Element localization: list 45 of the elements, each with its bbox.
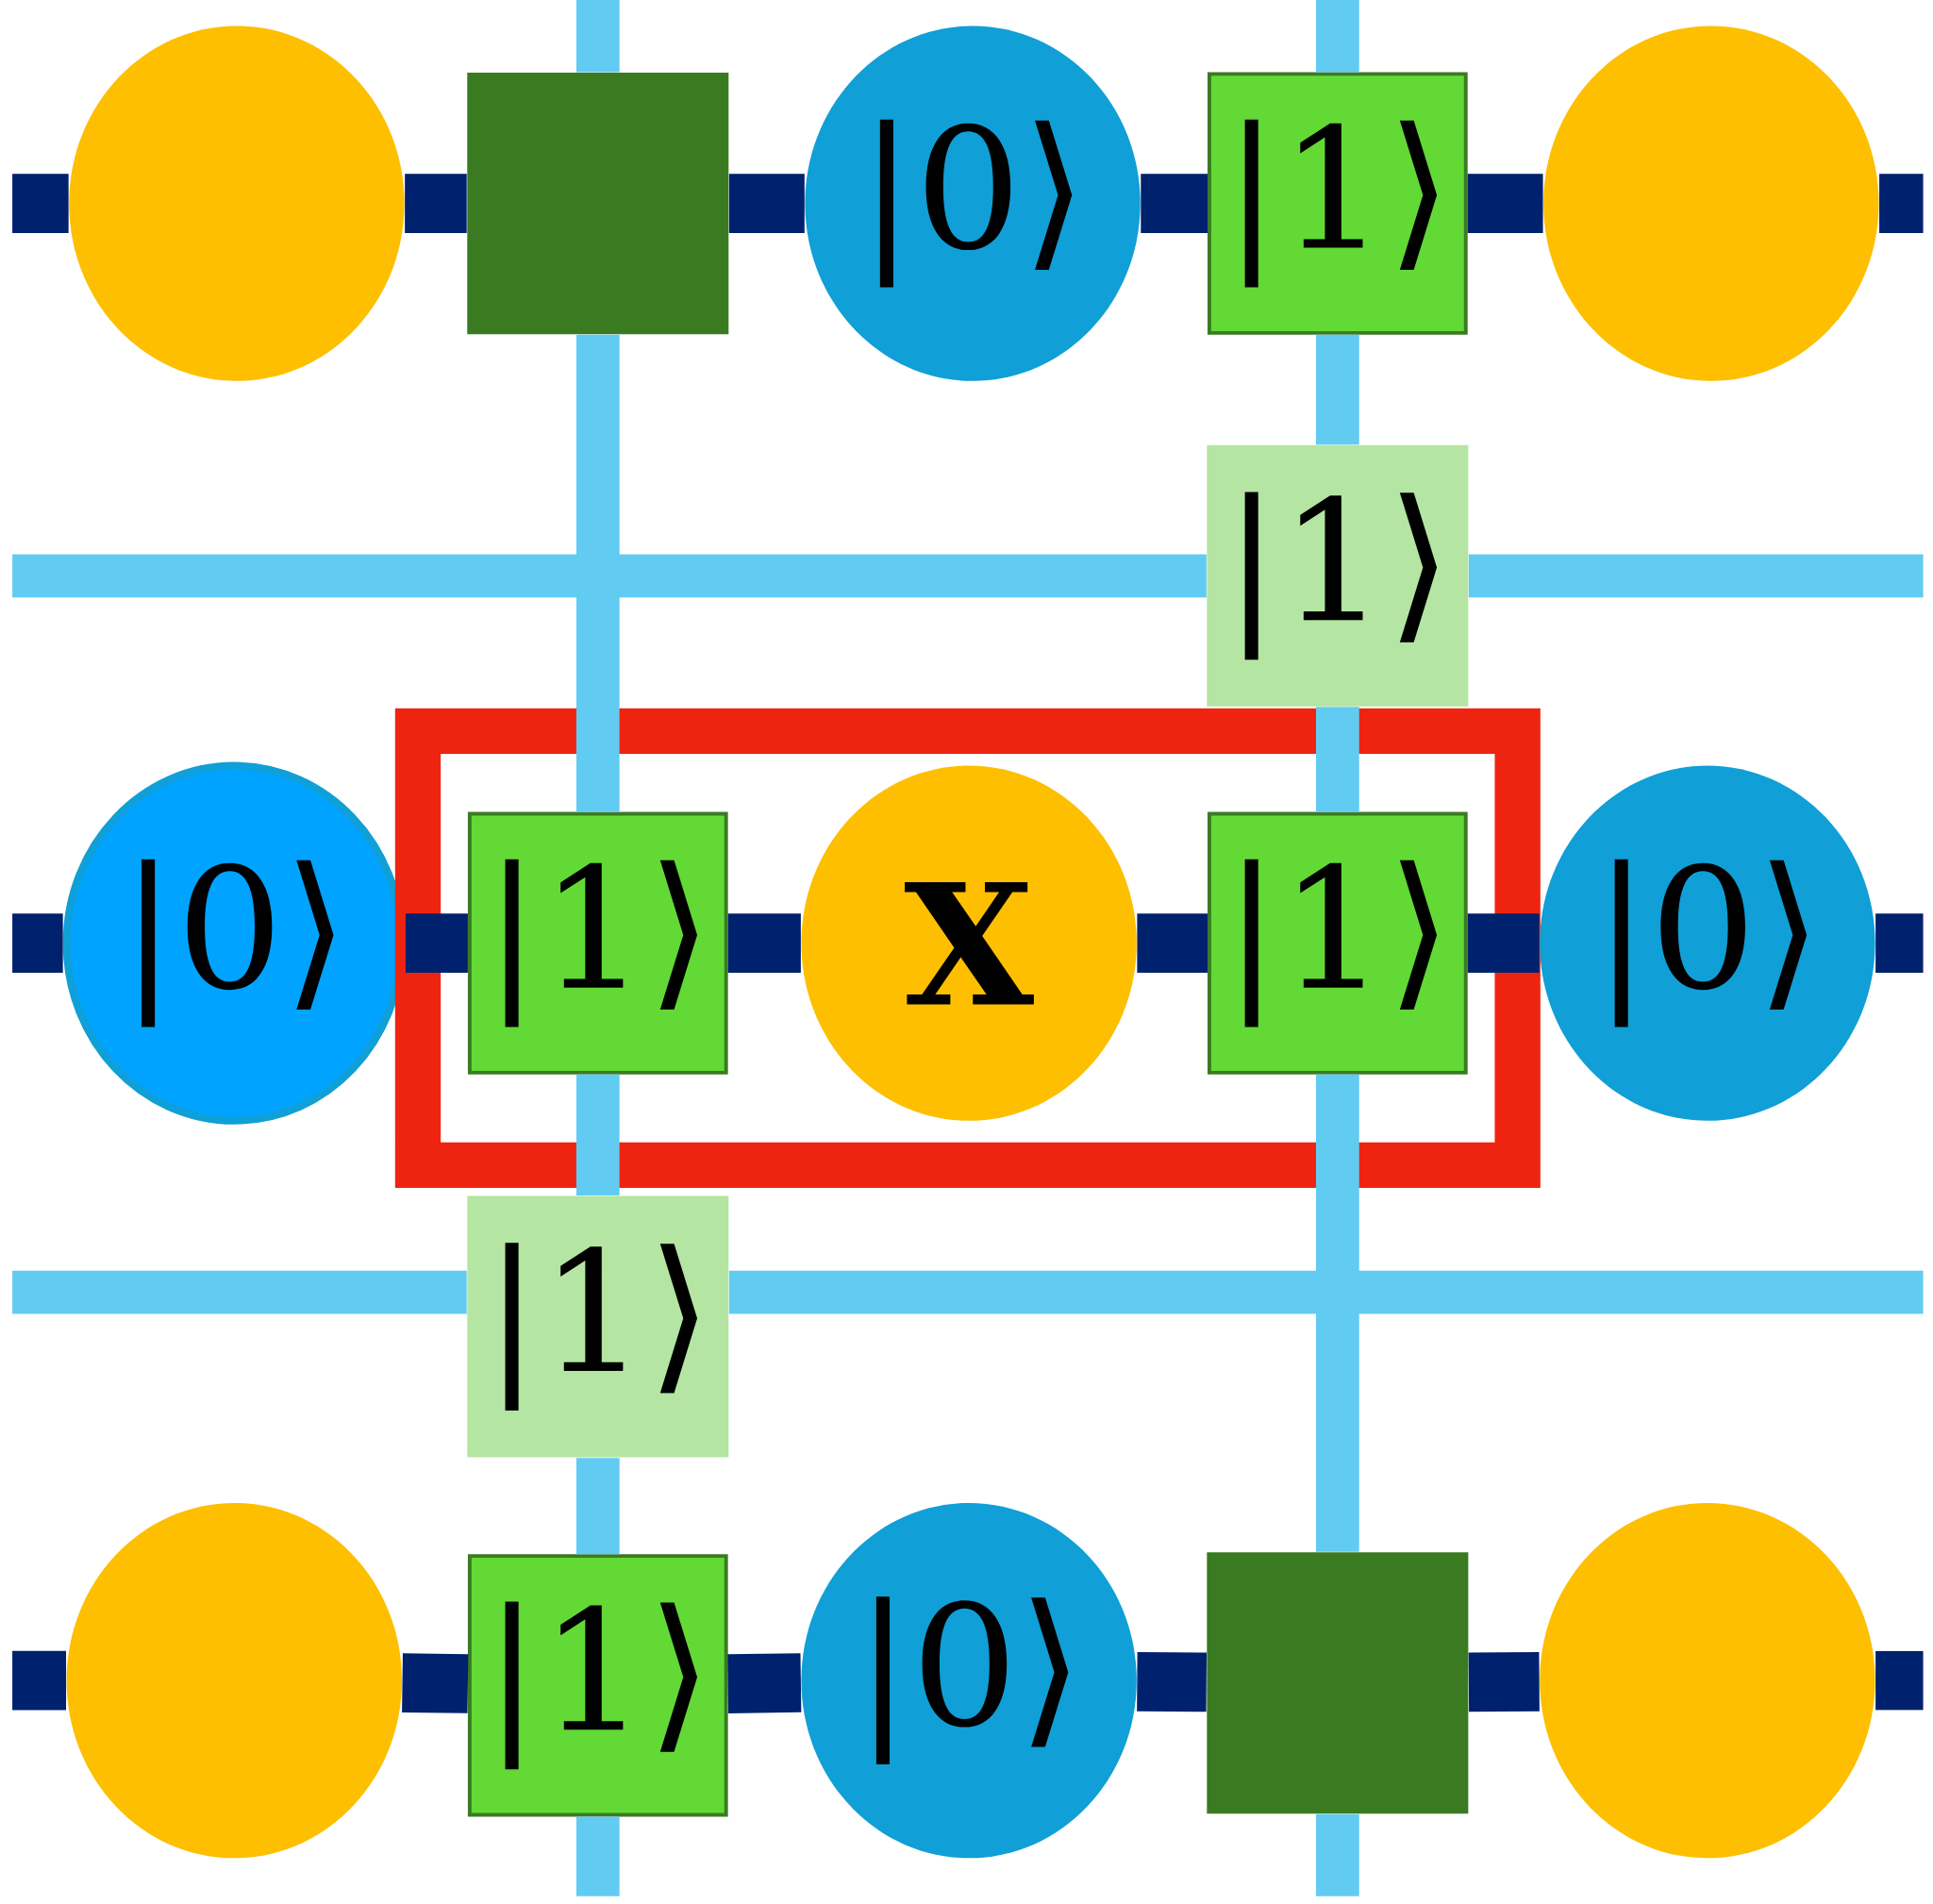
- connector-line: [575, 1075, 620, 1196]
- connector-line: [402, 1653, 469, 1714]
- connector-line: [1137, 913, 1208, 974]
- connector-line: [575, 334, 620, 812]
- circle-node: [69, 25, 405, 381]
- connector-line: [727, 1653, 802, 1714]
- connector-line: [12, 1270, 467, 1314]
- circle-node: [1543, 25, 1879, 381]
- state-box: |1⟩: [467, 1195, 729, 1458]
- connector-line: [12, 174, 69, 234]
- connector-line: [1137, 1652, 1208, 1712]
- square-block: [1207, 1552, 1469, 1814]
- highlight-frame: [394, 708, 1541, 1189]
- connector-line: [12, 913, 63, 974]
- connector-line: [1316, 0, 1359, 73]
- connector-line: [405, 913, 468, 974]
- connector-line: [575, 1458, 620, 1555]
- connector-line: [575, 1816, 620, 1896]
- connector-line: [1875, 913, 1924, 974]
- connector-line: [1468, 1652, 1540, 1712]
- state-box: |1⟩: [1207, 444, 1469, 707]
- connector-line: [1875, 1650, 1924, 1711]
- connector-line: [12, 1650, 67, 1711]
- connector-line: [1141, 174, 1208, 234]
- circle-node: [1540, 1503, 1875, 1859]
- state-box: |1⟩: [1208, 72, 1468, 335]
- connector-line: [728, 174, 805, 234]
- connector-line: [727, 913, 801, 974]
- state-box: |1⟩: [467, 811, 728, 1076]
- connector-line: [1316, 1075, 1359, 1552]
- connector-line: [1467, 913, 1540, 974]
- connector-line: [575, 0, 620, 73]
- connector-line: [1467, 174, 1543, 234]
- connector-line: [1879, 174, 1924, 234]
- state-box: |1⟩: [467, 1554, 728, 1817]
- square-block: [467, 73, 729, 335]
- connector-line: [405, 174, 467, 234]
- connector-line: [728, 1270, 1924, 1314]
- connector-line: [1316, 707, 1359, 812]
- circle-node: [66, 1503, 402, 1859]
- connector-line: [12, 554, 1207, 598]
- state-box: |1⟩: [1208, 811, 1468, 1076]
- connector-line: [1316, 1813, 1359, 1896]
- connector-line: [1468, 554, 1924, 598]
- connector-line: [1316, 334, 1359, 445]
